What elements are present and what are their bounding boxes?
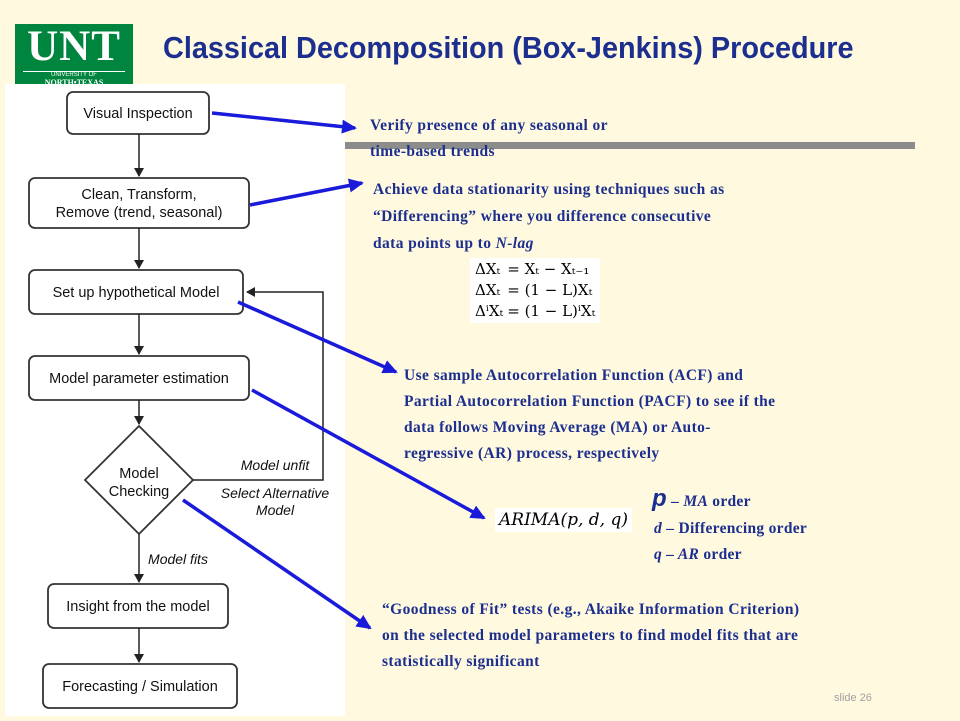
note-visual-inspection: Verify presence of any seasonal or time-…	[370, 113, 608, 165]
box-text-hypothetical: Set up hypothetical Model	[53, 285, 220, 301]
slide-title: Classical Decomposition (Box-Jenkins) Pr…	[163, 30, 854, 65]
label-model-unfit: Model unfit	[241, 457, 311, 473]
note-line: Achieve data stationarity using techniqu…	[373, 181, 725, 198]
equation-rhs: = (1 − L)ⁱXₜ	[507, 302, 596, 320]
param-p-symbol: p	[652, 485, 667, 512]
box-hypothetical-model	[28, 269, 244, 315]
flowchart-diagram: Visual Inspection Clean, Transform, Remo…	[28, 91, 330, 709]
param-q: q – AR order	[652, 542, 807, 568]
note-text: data points up to	[373, 235, 496, 252]
equation-lhs: ΔXₜ	[475, 281, 501, 299]
equation-row: ΔXₜ = Xₜ − Xₜ₋₁	[473, 259, 597, 280]
equation-lhs: ΔXₜ	[475, 260, 501, 278]
note-line: “Goodness of Fit” tests (e.g., Akaike In…	[382, 601, 800, 618]
box-visual-inspection	[66, 91, 210, 135]
note-line: data points up to N-lag	[373, 230, 725, 257]
note-line: data follows Moving Average (MA) or Auto…	[404, 419, 711, 436]
equation-lhs: ΔⁱXₜ	[475, 302, 504, 320]
arima-formula: ARIMA(p, d, q)	[495, 508, 633, 532]
param-q-ar: AR	[677, 546, 700, 563]
equation-row: ΔXₜ = (1 − L)Xₜ	[473, 280, 597, 301]
unt-logo: UNT UNIVERSITY OF NORTH•TEXAS	[15, 23, 133, 87]
box-text-insight: Insight from the model	[66, 599, 209, 615]
logo-text: UNT	[27, 23, 121, 70]
note-stationarity: Achieve data stationarity using techniqu…	[373, 176, 725, 257]
flowchart-panel: Visual Inspection Clean, Transform, Remo…	[5, 84, 345, 716]
divider-bar	[345, 142, 915, 149]
equation-rhs: = (1 − L)Xₜ	[507, 281, 593, 299]
param-q-symbol: q	[654, 546, 663, 563]
box-text-clean-2: Remove (trend, seasonal)	[56, 205, 223, 221]
note-line: statistically significant	[382, 653, 540, 670]
param-p-rest: order	[708, 493, 751, 510]
note-emphasis: N-lag	[495, 235, 534, 252]
equation-row: ΔⁱXₜ= (1 − L)ⁱXₜ	[473, 301, 597, 322]
box-text-clean-1: Clean, Transform,	[81, 187, 196, 203]
label-model-fits: Model fits	[148, 551, 208, 567]
label-select-alt-2: Model	[256, 502, 295, 518]
diamond-text-2: Checking	[109, 484, 169, 500]
logo-rule	[23, 71, 125, 72]
note-line: on the selected model parameters to find…	[382, 627, 799, 644]
note-line: Use sample Autocorrelation Function (ACF…	[404, 367, 744, 384]
box-text-forecasting: Forecasting / Simulation	[62, 679, 218, 695]
differencing-equations: ΔXₜ = Xₜ − Xₜ₋₁ ΔXₜ = (1 − L)Xₜ ΔⁱXₜ= (1 −…	[470, 258, 601, 323]
note-line: time-based trends	[370, 143, 495, 160]
box-forecasting	[42, 663, 238, 709]
note-line: “Differencing” where you difference cons…	[373, 208, 712, 225]
note-line: Partial Autocorrelation Function (PACF) …	[404, 393, 776, 410]
slide-number: slide 26	[834, 692, 872, 704]
label-select-alt-1: Select Alternative	[221, 485, 330, 501]
equation-rhs: = Xₜ − Xₜ₋₁	[507, 260, 590, 278]
logo-line1: UNIVERSITY OF	[51, 72, 97, 78]
note-goodness-of-fit: “Goodness of Fit” tests (e.g., Akaike In…	[382, 597, 800, 675]
note-line: Verify presence of any seasonal or	[370, 117, 608, 134]
param-d-symbol: d	[654, 520, 663, 537]
param-p: p – MA order	[652, 485, 807, 516]
param-p-text: – MA	[666, 493, 709, 510]
note-line: regressive (AR) process, respectively	[404, 445, 660, 462]
arima-parameters: p – MA order d – Differencing order q – …	[652, 485, 807, 568]
box-text-visual: Visual Inspection	[83, 106, 192, 122]
logo-line2: NORTH•TEXAS	[44, 78, 104, 87]
param-d: d – Differencing order	[652, 516, 807, 542]
box-text-estimation: Model parameter estimation	[49, 371, 229, 387]
param-q-text: –	[662, 546, 678, 563]
diamond-text-1: Model	[119, 466, 159, 482]
param-q-rest: order	[699, 546, 742, 563]
note-acf-pacf: Use sample Autocorrelation Function (ACF…	[404, 363, 775, 467]
param-d-text: – Differencing order	[662, 520, 808, 537]
